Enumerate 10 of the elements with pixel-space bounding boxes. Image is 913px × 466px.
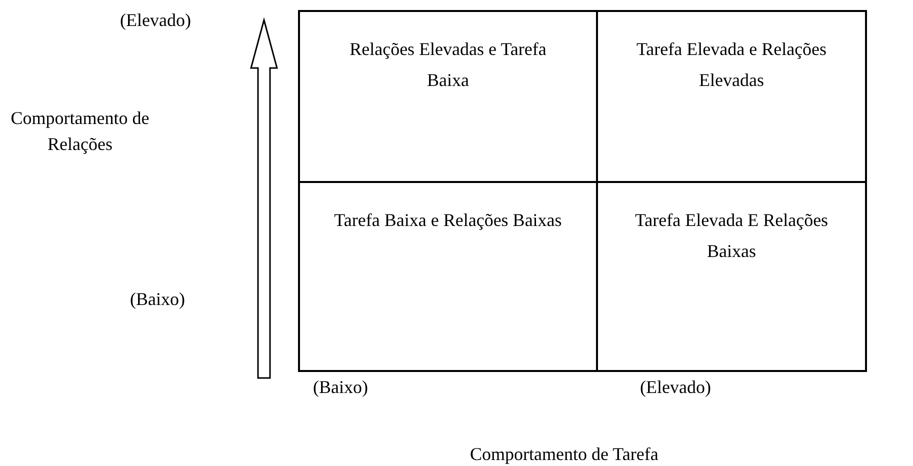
matrix-cell: Relações Elevadas e Tarefa Baixa [298,10,598,183]
matrix-cell: Tarefa Elevada E Relações Baixas [596,181,867,372]
axis-label: (Elevado) [640,376,711,399]
matrix-cell: Tarefa Baixa e Relações Baixas [298,181,598,372]
axis-label: (Baixo) [130,288,185,311]
axis-title: Comportamento de Relações [10,107,150,156]
axis-title: Comportamento de Tarefa [470,443,658,466]
axis-label: (Baixo) [313,376,368,399]
axis-label: (Elevado) [120,9,191,32]
matrix-cell: Tarefa Elevada e Relações Elevadas [596,10,867,183]
